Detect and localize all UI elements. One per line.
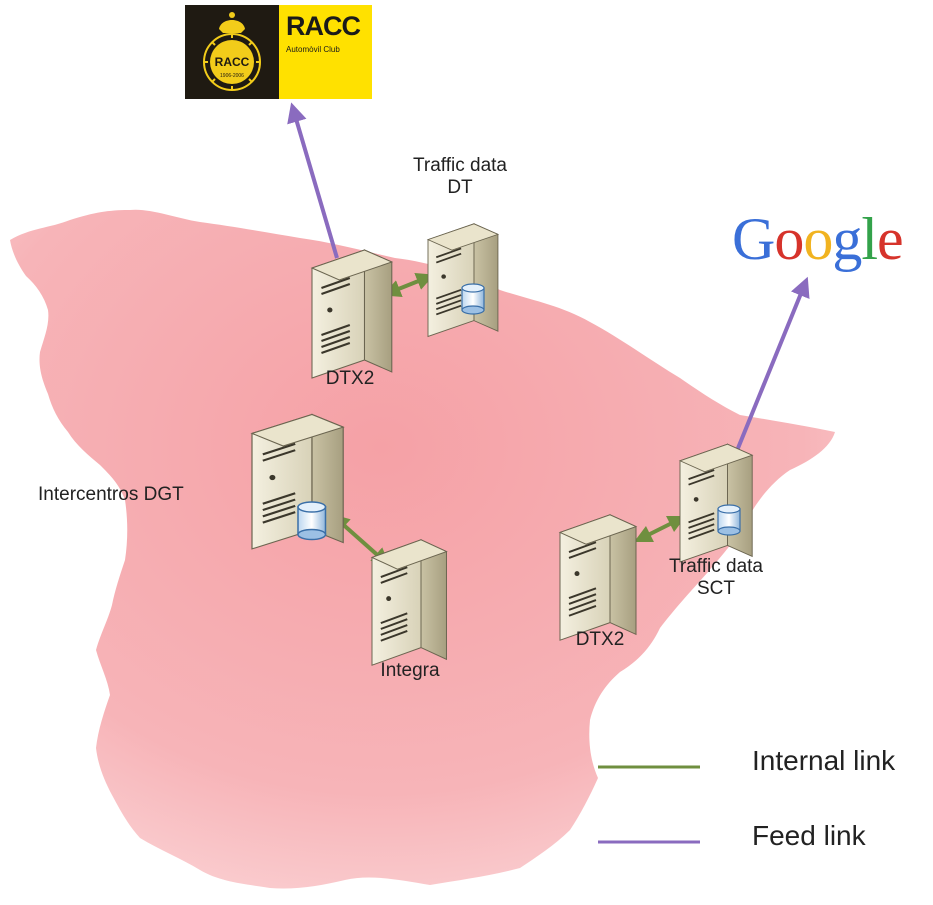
legend-feed-label: Feed link bbox=[752, 820, 866, 851]
internal-link-dgt-integra bbox=[331, 514, 390, 566]
feed-link-google bbox=[732, 276, 810, 459]
google-letter: G bbox=[732, 206, 775, 272]
racc-seal-icon: RACC 1906-2006 bbox=[203, 12, 261, 91]
label-integra: Integra bbox=[380, 660, 440, 681]
feed-link-racc bbox=[287, 102, 339, 259]
racc-wordmark-panel: RACC Automòvil Club bbox=[279, 5, 372, 99]
server-dtx2-east-icon bbox=[559, 513, 637, 642]
database-dgt-icon bbox=[297, 501, 327, 541]
svg-text:1906-2006: 1906-2006 bbox=[220, 73, 244, 79]
label-dtx2-east: DTX2 bbox=[575, 629, 625, 650]
google-letter: l bbox=[861, 206, 878, 272]
svg-text:RACC: RACC bbox=[215, 55, 250, 69]
server-traffic-data-sct-icon bbox=[679, 443, 754, 563]
racc-wordmark: RACC bbox=[286, 11, 361, 41]
label-traffic-data-sct-line1: Traffic data bbox=[669, 556, 763, 577]
google-logo: Google bbox=[732, 205, 904, 274]
label-intercentros-dgt: Intercentros DGT bbox=[38, 484, 184, 505]
racc-subtitle: Automòvil Club bbox=[286, 45, 340, 54]
server-dtx2-north-icon bbox=[310, 248, 393, 380]
internal-link-dtx2-dt bbox=[382, 272, 435, 298]
google-letter: g bbox=[832, 206, 862, 272]
label-traffic-data-sct-line2: SCT bbox=[697, 578, 735, 599]
google-letter: e bbox=[877, 206, 904, 272]
label-traffic-data-dt-line2: DT bbox=[447, 177, 473, 198]
label-traffic-data-dt: Traffic data DT bbox=[395, 155, 525, 199]
racc-seal: RACC 1906-2006 bbox=[185, 5, 279, 99]
label-dtx2-north: DTX2 bbox=[325, 368, 375, 389]
google-letter: o bbox=[774, 206, 804, 272]
server-integra-icon bbox=[371, 538, 448, 667]
label-traffic-data-sct: Traffic data SCT bbox=[650, 556, 782, 600]
google-letter: o bbox=[803, 206, 833, 272]
legend-internal-label: Internal link bbox=[752, 745, 896, 776]
server-traffic-data-dt-icon bbox=[427, 222, 499, 338]
internal-link-dtx2-sct bbox=[633, 515, 687, 543]
database-dt-icon bbox=[461, 283, 485, 315]
database-sct-icon bbox=[717, 504, 741, 536]
label-traffic-data-dt-line1: Traffic data bbox=[413, 155, 507, 176]
racc-logo: RACC 1906-2006 RACC Automòvil Club bbox=[185, 5, 372, 99]
